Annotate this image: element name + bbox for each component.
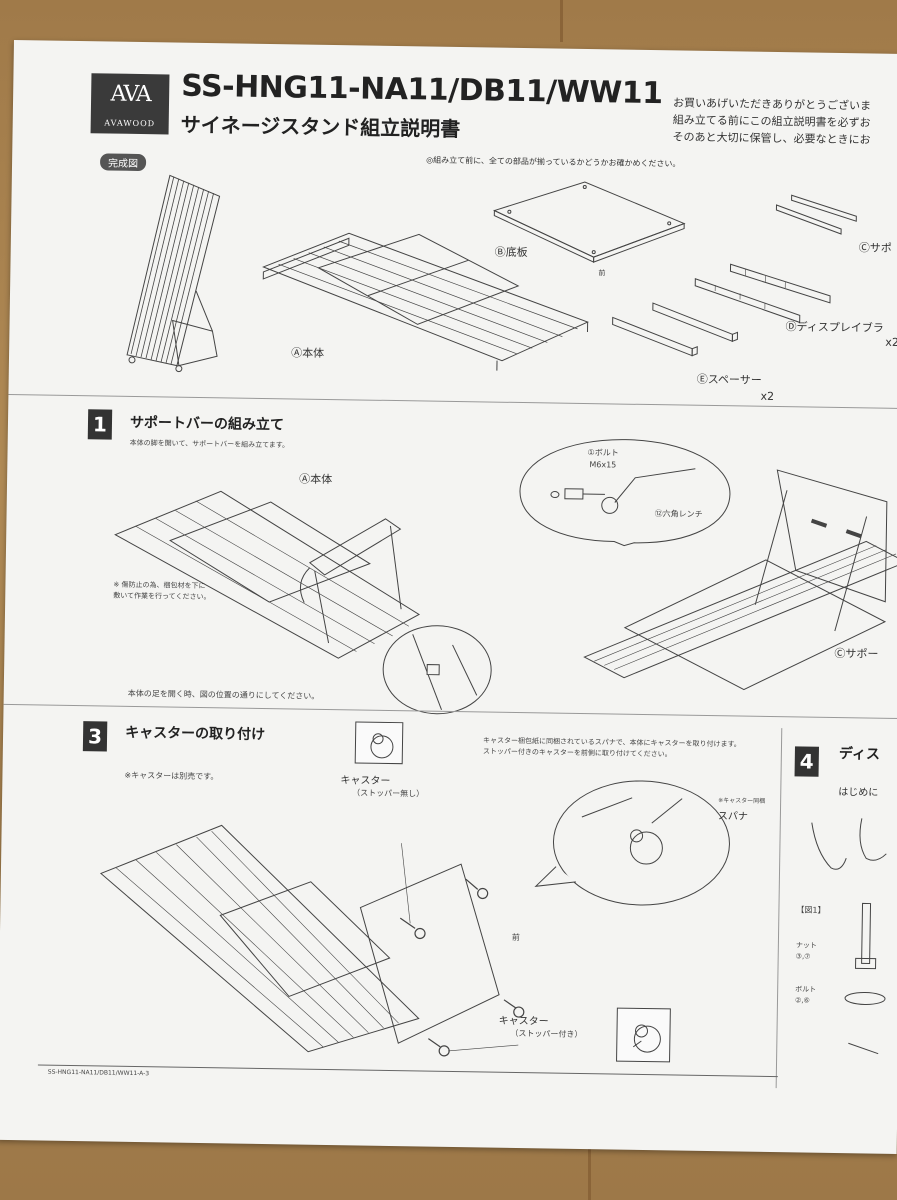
instruction-sheet: AVA AVAWOOD SS-HNG11-NA11/DB11/WW11 サイネー…: [0, 40, 897, 1155]
step-1-bolt-callout: [519, 439, 731, 547]
step-1-detail-circle: [382, 625, 492, 715]
footer-code: SS-HNG11-NA11/DB11/WW11-A-3: [47, 1068, 150, 1078]
part-c-label: Ⓒサポ: [858, 241, 892, 255]
figure-1-label: 【図1】: [796, 905, 826, 915]
part-b-front-label: 前: [598, 269, 606, 278]
caster-with-stopper-sub: （ストッパー付き）: [510, 1028, 583, 1040]
step-4-title: ディス: [838, 746, 881, 763]
bolt-4-label: ボルト: [795, 985, 817, 994]
part-e-qty: x2: [760, 389, 775, 403]
step-1-assembled-illustration: [583, 469, 897, 691]
spacer-illustration: [612, 302, 739, 357]
step-1-part-a-label: Ⓐ本体: [299, 472, 333, 487]
step-3-body-illustration: [99, 824, 525, 1057]
part-e-label: Ⓔスペーサー: [696, 372, 762, 387]
step-3-front-label: 前: [511, 932, 521, 943]
caster-no-stopper-label: キャスター: [340, 775, 391, 788]
nut-parts: ③,⑦: [795, 952, 811, 961]
support-bar-illustration: [775, 194, 857, 235]
caster-stopper-icon-box: [616, 1007, 671, 1063]
caster-stopper-icon: [632, 1024, 661, 1053]
part-a-label: Ⓐ本体: [291, 346, 325, 360]
logo-text: AVAWOOD: [104, 118, 156, 129]
spanner-note: ※キャスター同梱: [718, 797, 766, 805]
step-3-title: キャスターの取り付け: [125, 724, 266, 744]
completed-label: 完成図: [99, 153, 147, 172]
spanner-label: スパナ: [717, 811, 748, 823]
box-seam: [588, 1140, 591, 1200]
step-1-foot-note: 本体の足を開く時、図の位置の通りにしてください。: [127, 688, 320, 701]
intro-text: お買いあげいただきありがとうございま 組み立てる前にこの組立説明書を必ずお その…: [672, 96, 872, 147]
part-d-qty: x2: [885, 335, 897, 349]
caster-icon-box: [354, 721, 404, 765]
step-3-detail-circle: [534, 780, 730, 906]
display-bracket-illustration: [694, 263, 831, 324]
step-3-instruction: キャスター梱包紙に同梱されているスパナで、本体にキャスターを取り付けます。 スト…: [482, 736, 741, 759]
main-body-illustration: [262, 232, 589, 371]
bolt-4-parts: ②,⑥: [794, 996, 810, 1005]
base-board-illustration: [493, 181, 686, 263]
step-1-title: サポートバーの組み立て: [129, 414, 285, 434]
step-1-support-label: Ⓒサポー: [834, 646, 879, 661]
step-1-warning: ※ 傷防止の為、梱包材を下に 敷いて作業を行ってください。: [113, 580, 211, 602]
nut-label: ナット: [795, 941, 817, 950]
logo-mark: AVA: [110, 81, 150, 108]
model-number: SS-HNG11-NA11/DB11/WW11: [181, 68, 663, 112]
box-seam: [560, 0, 563, 42]
step-1-body-illustration: [114, 490, 421, 659]
caster-with-stopper-label: キャスター: [498, 1015, 549, 1028]
hand-illustration: [811, 818, 887, 870]
step-4-first-line: はじめに: [838, 787, 879, 799]
sold-separately-note: ※キャスターは別売です。: [124, 770, 219, 782]
step-4-number: 4: [794, 746, 819, 777]
part-b-label: Ⓑ底板: [494, 245, 528, 260]
nut-bolt-illustration: [844, 902, 886, 1055]
step-1-instruction: 本体の脚を開いて、サポートバーを組み立てます。: [129, 438, 290, 450]
caster-icon: [370, 733, 394, 759]
step-divider: [775, 728, 783, 1089]
document-title: サイネージスタンド組立説明書: [180, 112, 461, 142]
part-d-label: Ⓓディスプレイブラ: [785, 320, 884, 335]
parts-check-note: ◎組み立て前に、全ての部品が揃っているかどうかお確かめください。: [426, 155, 681, 169]
brand-logo: AVA AVAWOOD: [90, 73, 170, 135]
step-3-number: 3: [82, 721, 108, 752]
step-1-number: 1: [87, 409, 113, 440]
completed-stand-illustration: [126, 174, 221, 373]
